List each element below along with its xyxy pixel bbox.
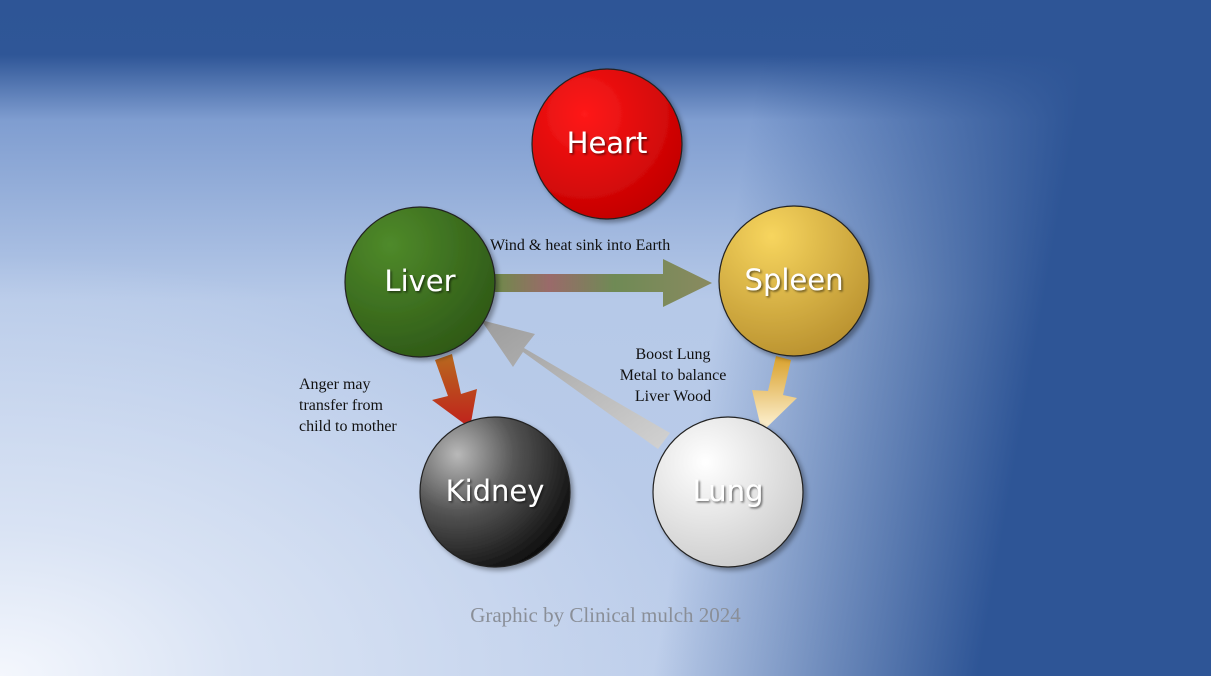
kidney-label: Kidney	[446, 474, 545, 508]
annotation-line: Liver Wood	[634, 388, 712, 405]
annotation-lung-to-liver: Boost Lung Metal to balance Liver Wood	[593, 344, 753, 407]
annotation-line: transfer from	[299, 397, 383, 414]
arrow-lung-to-liver	[481, 320, 670, 449]
annotation-liver-to-kidney: Anger may transfer from child to mother	[299, 374, 397, 437]
annotation-line: Anger may	[299, 376, 371, 393]
annotation-liver-to-spleen: Wind & heat sink into Earth	[490, 237, 671, 254]
annotation-line: Metal to balance	[619, 367, 727, 384]
spleen-node: Spleen	[718, 205, 870, 357]
lung-node: Lung	[652, 416, 804, 568]
heart-node: Heart	[531, 68, 683, 220]
spleen-label: Spleen	[745, 263, 844, 297]
lung-label: Lung	[693, 474, 764, 508]
credit-text: Graphic by Clinical mulch 2024	[470, 603, 741, 627]
annotation-line: Boost Lung	[635, 346, 711, 363]
kidney-node: Kidney	[419, 416, 571, 568]
liver-label: Liver	[384, 264, 455, 298]
arrow-spleen-to-lung	[752, 356, 797, 432]
liver-node: Liver	[344, 206, 496, 358]
annotation-line: child to mother	[299, 418, 397, 435]
arrow-liver-to-spleen	[495, 259, 712, 307]
arrow-liver-to-kidney	[432, 354, 477, 428]
heart-label: Heart	[567, 126, 648, 160]
